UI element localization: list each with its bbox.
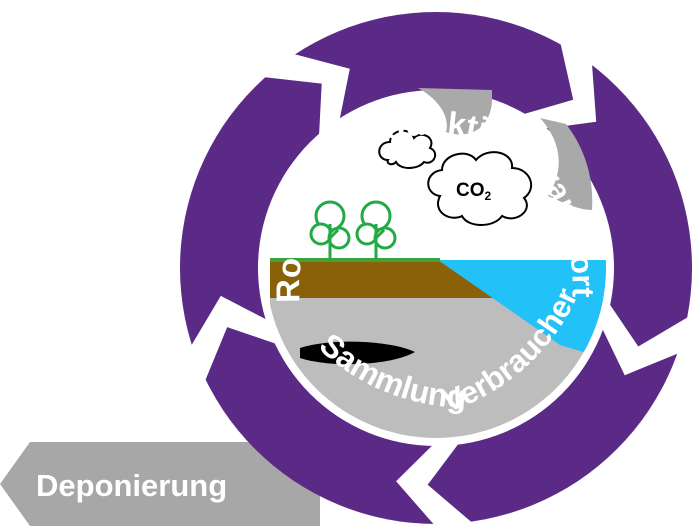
transport-emission-arrow xyxy=(540,118,593,210)
oil-deposit-icon xyxy=(300,341,415,365)
segment-separator xyxy=(599,297,693,376)
landscape-scene xyxy=(270,258,606,438)
segment-separator xyxy=(396,437,477,530)
tree-icon xyxy=(355,200,397,260)
chimney-arrows xyxy=(418,88,593,210)
deponierung-arrow-shape xyxy=(0,442,320,526)
co2-cloud: CO2 xyxy=(427,151,533,226)
soil-layer xyxy=(270,260,495,298)
segment-separator xyxy=(516,36,597,130)
segment-separator xyxy=(257,52,350,143)
cloud-icon xyxy=(427,151,533,226)
segment-separators xyxy=(187,36,693,530)
segment-separator xyxy=(187,295,283,387)
water-body xyxy=(438,260,606,360)
co2-label: CO2 xyxy=(456,180,492,203)
production-emission-arrow xyxy=(418,88,492,135)
deponierung-label: Deponierung xyxy=(36,468,227,503)
cloud-icon xyxy=(378,129,437,169)
tree-icon xyxy=(309,200,351,260)
deponierung-arrow: Deponierung xyxy=(0,442,320,526)
